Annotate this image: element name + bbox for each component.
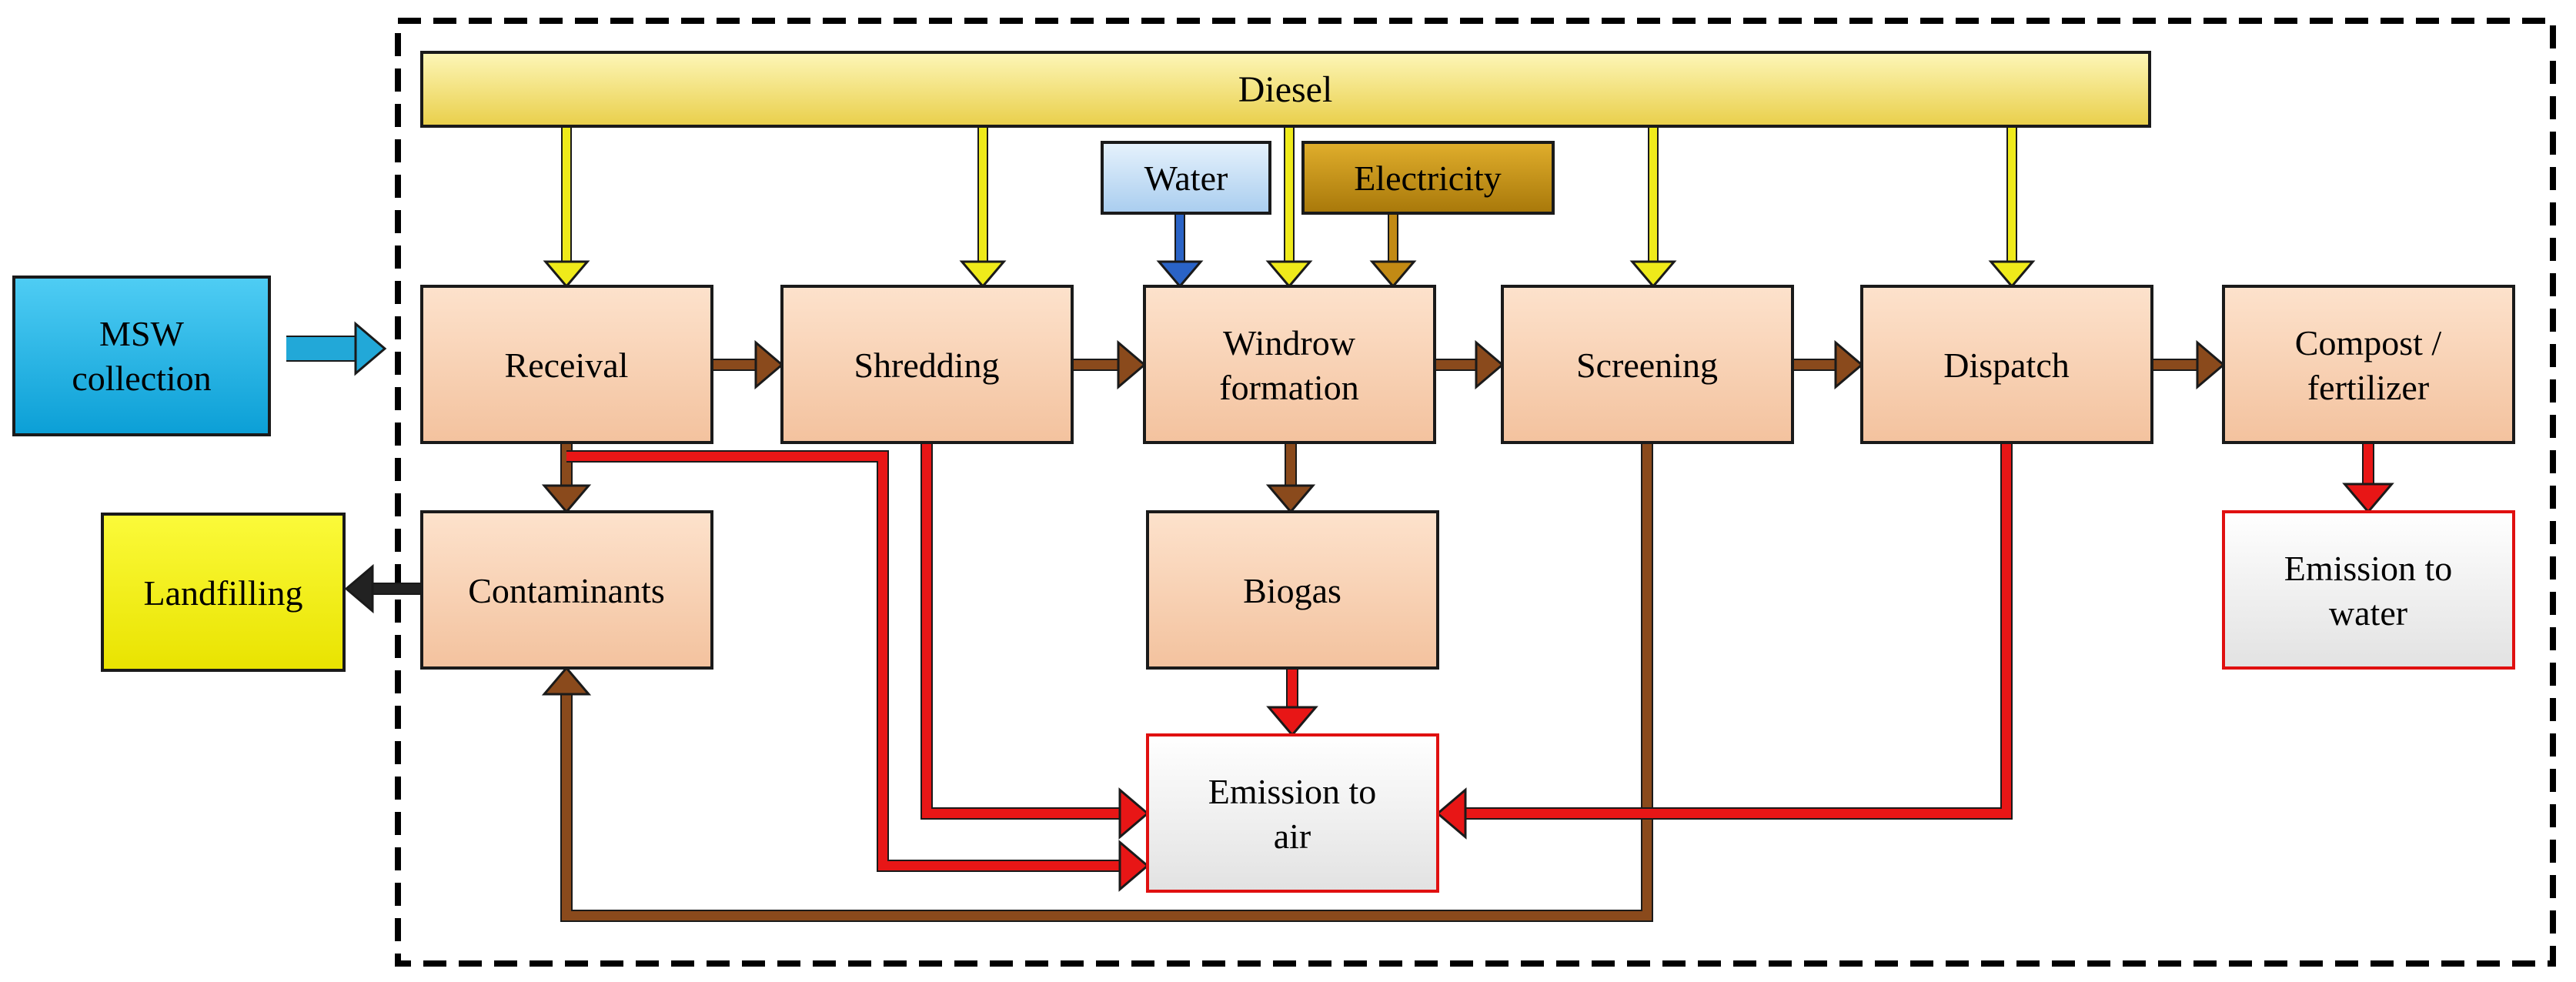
screening-dispatch-emission-arrow bbox=[1435, 443, 2013, 840]
emission-to-water-box: Emission to water bbox=[2222, 510, 2515, 670]
biogas-box: Biogas bbox=[1146, 510, 1439, 670]
shredding-emission-arrow bbox=[920, 443, 1150, 840]
label-line: Emission to bbox=[2284, 549, 2453, 588]
receival-to-shredding-arrow bbox=[712, 339, 784, 390]
label-line: Contaminants bbox=[468, 571, 665, 610]
shredding-box: Shredding bbox=[780, 285, 1074, 444]
shredding-label: Shredding bbox=[854, 346, 999, 385]
diesel-feed-arrow bbox=[1265, 126, 1313, 289]
msw-input-arrow bbox=[286, 321, 387, 376]
diesel-label: Diesel bbox=[1238, 69, 1333, 110]
contaminants-to-landfilling-arrow bbox=[344, 563, 422, 614]
screening-to-contaminants-arrow bbox=[541, 443, 1653, 922]
label-line: Screening bbox=[1576, 346, 1718, 385]
electricity-feed-arrow bbox=[1369, 213, 1417, 289]
windrow-formation-label: Windrow formation bbox=[1219, 323, 1358, 407]
electricity-input-box: Electricity bbox=[1301, 141, 1555, 215]
receival-emission-arrow bbox=[566, 450, 1150, 892]
compost-fertilizer-box: Compost / fertilizer bbox=[2222, 285, 2515, 444]
screening-box: Screening bbox=[1501, 285, 1794, 444]
water-label: Water bbox=[1144, 159, 1228, 198]
connectors bbox=[286, 126, 2394, 922]
nodes: Diesel Water Electricity MSW collection R… bbox=[12, 51, 2515, 893]
water-input-box: Water bbox=[1101, 141, 1271, 215]
windrow-to-biogas-arrow bbox=[1265, 443, 1316, 514]
receival-label: Receival bbox=[505, 346, 629, 385]
diesel-feed-arrow bbox=[543, 126, 590, 289]
emission-to-water-label: Emission to water bbox=[2284, 549, 2453, 633]
contaminants-label: Contaminants bbox=[468, 571, 665, 610]
label-line: Landfilling bbox=[144, 573, 303, 613]
shredding-to-windrow-arrow bbox=[1072, 339, 1147, 390]
diesel-feed-arrow bbox=[959, 126, 1007, 289]
label-line: collection bbox=[72, 359, 211, 398]
emission-to-air-box: Emission to air bbox=[1146, 733, 1439, 893]
label-line: formation bbox=[1219, 368, 1358, 407]
msw-collection-box: MSW collection bbox=[12, 276, 271, 436]
biogas-label: Biogas bbox=[1243, 571, 1341, 610]
label-line: Water bbox=[1144, 159, 1228, 198]
label-line: MSW bbox=[99, 314, 184, 353]
label-line: Electricity bbox=[1354, 159, 1502, 198]
label-line: Dispatch bbox=[1943, 346, 2070, 385]
dispatch-label: Dispatch bbox=[1943, 346, 2070, 385]
dispatch-to-compost-arrow bbox=[2152, 339, 2226, 390]
water-feed-arrow bbox=[1156, 213, 1204, 289]
biogas-emission-arrow bbox=[1266, 668, 1318, 737]
windrow-formation-box: Windrow formation bbox=[1143, 285, 1436, 444]
screening-label: Screening bbox=[1576, 346, 1718, 385]
compost-fertilizer-label: Compost / fertilizer bbox=[2295, 323, 2442, 407]
diesel-feed-arrow bbox=[1988, 126, 2036, 289]
label-line: water bbox=[2329, 593, 2407, 633]
receival-box: Receival bbox=[420, 285, 713, 444]
label-line: Shredding bbox=[854, 346, 999, 385]
label-line: Compost / bbox=[2295, 323, 2442, 362]
landfilling-label: Landfilling bbox=[144, 573, 303, 613]
diesel-feed-arrow bbox=[1629, 126, 1677, 289]
contaminants-box: Contaminants bbox=[420, 510, 713, 670]
msw-collection-label: MSW collection bbox=[72, 314, 211, 398]
landfilling-box: Landfilling bbox=[101, 513, 346, 672]
label-line: Windrow bbox=[1223, 323, 1356, 362]
label-line: Diesel bbox=[1238, 69, 1333, 110]
label-line: Emission to bbox=[1208, 772, 1377, 811]
label-line: air bbox=[1274, 817, 1311, 856]
emission-to-air-label: Emission to air bbox=[1208, 772, 1377, 856]
label-line: Receival bbox=[505, 346, 629, 385]
label-line: fertilizer bbox=[2307, 368, 2429, 407]
electricity-label: Electricity bbox=[1354, 159, 1502, 198]
windrow-to-screening-arrow bbox=[1435, 339, 1505, 390]
system-boundary bbox=[395, 18, 2556, 967]
compost-emission-water-arrow bbox=[2342, 443, 2394, 514]
screening-to-dispatch-arrow bbox=[1793, 339, 1864, 390]
diesel-bar: Diesel bbox=[420, 51, 2151, 128]
dispatch-box: Dispatch bbox=[1860, 285, 2153, 444]
label-line: Biogas bbox=[1243, 571, 1341, 610]
